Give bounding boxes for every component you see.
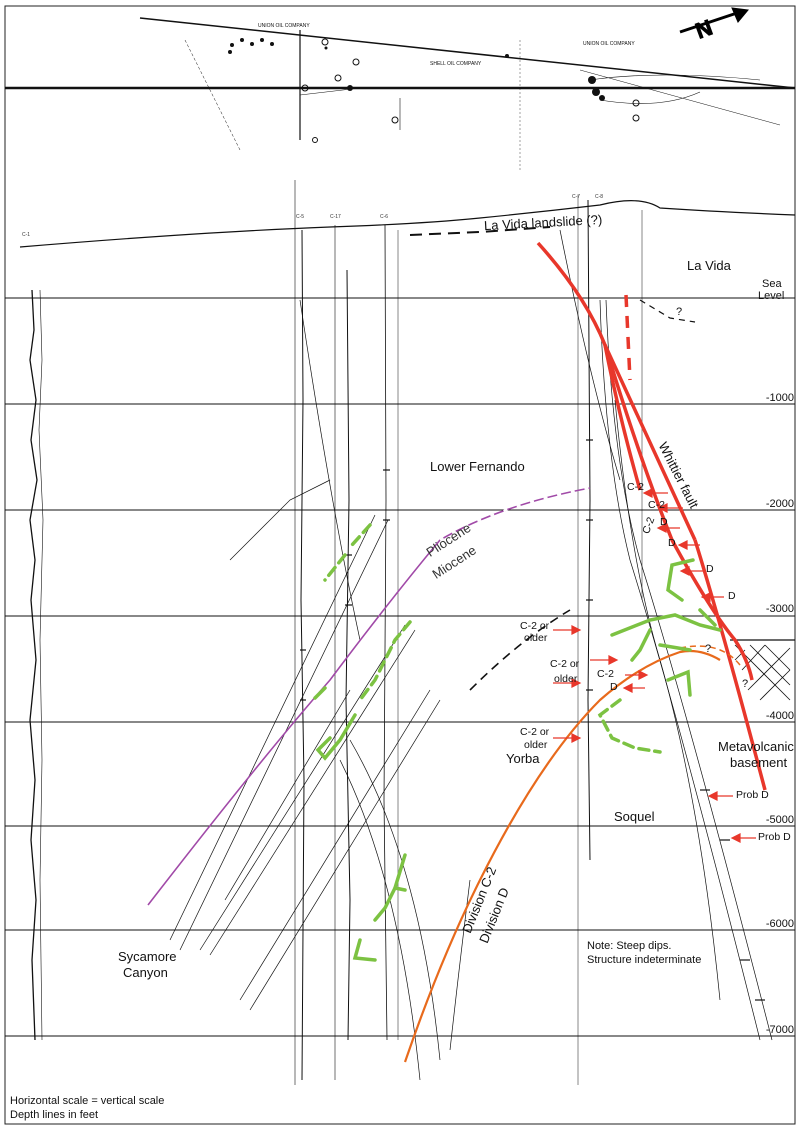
- deviated-wells: [169, 229, 773, 1081]
- arrow-label-prob-d: Prob D: [736, 789, 769, 801]
- unit-yorba: Yorba: [506, 751, 540, 766]
- arrow-label-d: D: [610, 681, 618, 693]
- sheet-frame: [4, 5, 796, 1125]
- svg-text:C-6: C-6: [380, 214, 388, 220]
- unit-metavolcanic-1: Metavolcanic: [718, 739, 794, 754]
- arrow-label-older: older: [524, 739, 548, 751]
- tiny-labels: C-5 C-17 C-6 C-7 C-8 C-1: [22, 194, 603, 238]
- arrow-label-c2-or-older: C-2 or: [520, 726, 550, 738]
- green-markers: [313, 523, 722, 962]
- arrow-label-d: D: [706, 563, 714, 575]
- scale-note-2: Depth lines in feet: [10, 1109, 99, 1121]
- red-arrows: [553, 488, 756, 843]
- company-label-3: UNION OIL COMPANY: [583, 41, 635, 47]
- note-line-2: Structure indeterminate: [587, 954, 702, 966]
- landslide-base: [409, 226, 551, 236]
- arrow-label-c2-or-older: C-2 or: [520, 620, 550, 632]
- unit-soquel: Soquel: [614, 809, 655, 824]
- svg-text:C-7: C-7: [572, 194, 580, 200]
- svg-text:C-17: C-17: [330, 214, 341, 220]
- depth-5000: -5000: [765, 814, 794, 826]
- well-symbols: [228, 38, 640, 143]
- note-line-1: Note: Steep dips.: [587, 940, 672, 952]
- pliocene-miocene-boundary: [147, 487, 591, 906]
- sea-level-2: Level: [758, 290, 785, 302]
- unit-la-vida: La Vida: [687, 258, 731, 273]
- arrow-label-older: older: [524, 632, 548, 644]
- arrow-label-d: D: [668, 537, 676, 549]
- log-ticks: [300, 439, 765, 1001]
- svg-text:C-8: C-8: [595, 194, 603, 200]
- arrow-label-c2: C-2: [597, 668, 614, 680]
- unit-sycamore-2: Canyon: [123, 965, 168, 980]
- map-strip: [5, 17, 796, 170]
- depth-lines: [5, 297, 795, 1037]
- query-mark: ?: [742, 678, 749, 690]
- unit-lower-fernando: Lower Fernando: [430, 459, 525, 474]
- company-label-2: SHELL OIL COMPANY: [430, 61, 482, 67]
- depth-6000: -6000: [765, 918, 794, 930]
- unit-metavolcanic-2: basement: [730, 755, 788, 770]
- north-arrow-icon: N: [679, 7, 749, 44]
- arrow-label-c2: C-2: [648, 499, 665, 511]
- svg-text:C-1: C-1: [22, 232, 30, 238]
- query-mark: ?: [705, 643, 712, 655]
- company-label-1: UNION OIL COMPANY: [258, 23, 310, 29]
- sea-level-1: Sea: [762, 278, 782, 290]
- arrow-label-c2-or-older: C-2 or: [550, 658, 580, 670]
- property-line: [139, 17, 796, 89]
- svg-text:C-5: C-5: [296, 214, 304, 220]
- ground-surface: [19, 200, 796, 248]
- unit-sycamore-1: Sycamore: [118, 949, 177, 964]
- scale-note-1: Horizontal scale = vertical scale: [10, 1095, 165, 1107]
- division-contact: [403, 649, 721, 1063]
- arrow-label-d: D: [728, 590, 736, 602]
- arrow-label-prob-d: Prob D: [758, 831, 791, 843]
- depth-7000: -7000: [765, 1024, 794, 1036]
- query-mark: ?: [676, 306, 683, 318]
- depth-2000: -2000: [765, 498, 794, 510]
- arrow-label-older: older: [554, 673, 578, 685]
- svg-text:N: N: [692, 15, 715, 44]
- depth-1000: -1000: [765, 392, 794, 404]
- depth-3000: -3000: [765, 603, 794, 615]
- depth-4000: -4000: [765, 710, 794, 722]
- arrow-label-d: D: [660, 516, 668, 528]
- arrow-label-c2: C-2: [627, 481, 644, 493]
- basement-hatch: [730, 639, 795, 701]
